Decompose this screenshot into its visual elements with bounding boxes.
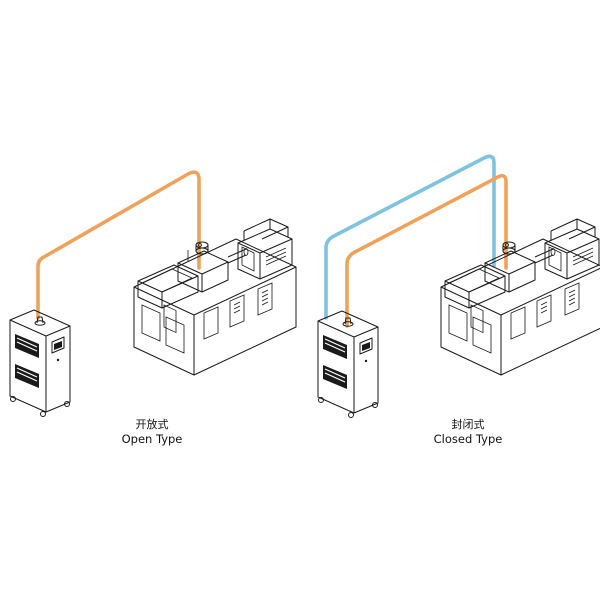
caption-en: Closed Type <box>433 432 503 446</box>
caption-en: Open Type <box>121 432 183 446</box>
open-type-caption: 开放式 Open Type <box>72 417 232 447</box>
closed-type-caption: 封闭式 Closed Type <box>388 417 548 447</box>
supply-pipe <box>36 170 201 320</box>
injection-molding-machine-icon <box>440 218 600 376</box>
injection-molding-machine-icon <box>133 218 297 376</box>
supply-pipe <box>345 173 508 328</box>
caption-zh: 封闭式 <box>451 418 485 431</box>
open-type-panel <box>9 170 297 418</box>
dryer-unit-icon <box>9 309 71 418</box>
caption-zh: 开放式 <box>135 418 169 431</box>
return-pipe <box>324 154 496 320</box>
closed-type-panel <box>317 154 600 419</box>
